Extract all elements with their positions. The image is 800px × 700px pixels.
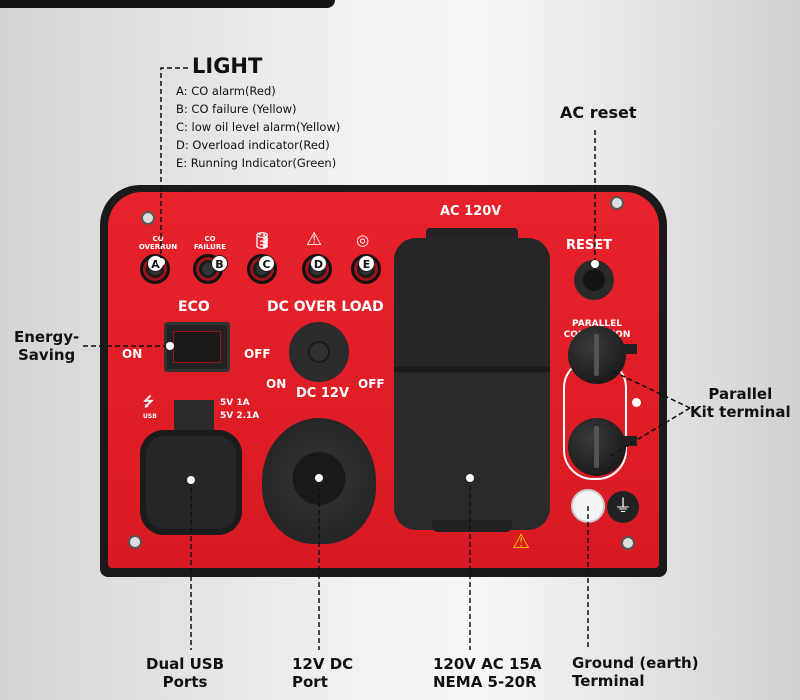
ground-symbol-icon: ⏚ — [607, 491, 639, 523]
warning-icon: ⚠ — [306, 229, 323, 250]
parallel-terminal-1[interactable] — [568, 326, 626, 384]
legend-item: C: low oil level alarm(Yellow) — [176, 120, 341, 134]
led-letter: C — [258, 255, 275, 272]
eco-off-label: OFF — [244, 347, 271, 361]
led-label-a: CO OVERRUN — [138, 235, 178, 251]
legend-item: D: Overload indicator(Red) — [176, 138, 330, 152]
ac-cover-tab — [432, 520, 512, 532]
ac-120v-label: AC 120V — [440, 204, 502, 219]
usb-icon: ⭍ — [143, 395, 154, 410]
callout-ac: 120V AC 15A NEMA 5-20R — [433, 655, 542, 691]
screw-icon — [610, 196, 624, 210]
callout-dc: 12V DC Port — [292, 655, 354, 691]
led-letter: B — [211, 255, 228, 272]
legend-item: A: CO alarm(Red) — [176, 84, 276, 98]
screw-icon — [621, 536, 635, 550]
led-label-b: CO FAILURE — [193, 235, 227, 251]
eco-switch[interactable] — [164, 322, 230, 372]
usb-rating-2: 5V 2.1A — [220, 411, 260, 421]
eco-on-label: ON — [122, 347, 143, 361]
led-letter: E — [358, 255, 375, 272]
callout-usb: Dual USB Ports — [146, 655, 225, 691]
legend-item: B: CO failure (Yellow) — [176, 102, 297, 116]
terminal-tab — [623, 344, 637, 354]
callout-ground: Ground (earth) Terminal — [572, 654, 699, 690]
led-letter: D — [310, 255, 327, 272]
dc-overload-button[interactable] — [289, 322, 349, 382]
running-icon: ◎ — [356, 231, 370, 249]
terminal-tab — [623, 436, 637, 446]
dc-12v-label: DC 12V — [296, 386, 350, 401]
usb-rating-1: 5V 1A — [220, 398, 250, 408]
legend-title: LIGHT — [192, 54, 263, 78]
electric-warning-icon: ⚠ — [512, 529, 530, 553]
screw-icon — [141, 211, 155, 225]
dc-on-label: ON — [266, 377, 287, 391]
callout-ac-reset: AC reset — [560, 103, 637, 122]
reset-label: RESET — [566, 238, 613, 253]
indicator-dot — [632, 398, 641, 407]
oil-can-icon: 🛢 — [252, 231, 273, 250]
screw-icon — [128, 535, 142, 549]
usb-icon-label: USB — [143, 413, 157, 420]
dc-off-label: OFF — [358, 377, 385, 391]
eco-label: ECO — [178, 299, 210, 315]
parallel-terminal-2[interactable] — [568, 418, 626, 476]
top-bar — [0, 0, 335, 8]
callout-energy-saving: Energy- Saving — [14, 328, 80, 364]
callout-parallel-kit: Parallel Kit terminal — [690, 385, 791, 421]
legend-item: E: Running Indicator(Green) — [176, 156, 337, 170]
dc-overload-label: DC OVER LOAD — [267, 299, 384, 315]
